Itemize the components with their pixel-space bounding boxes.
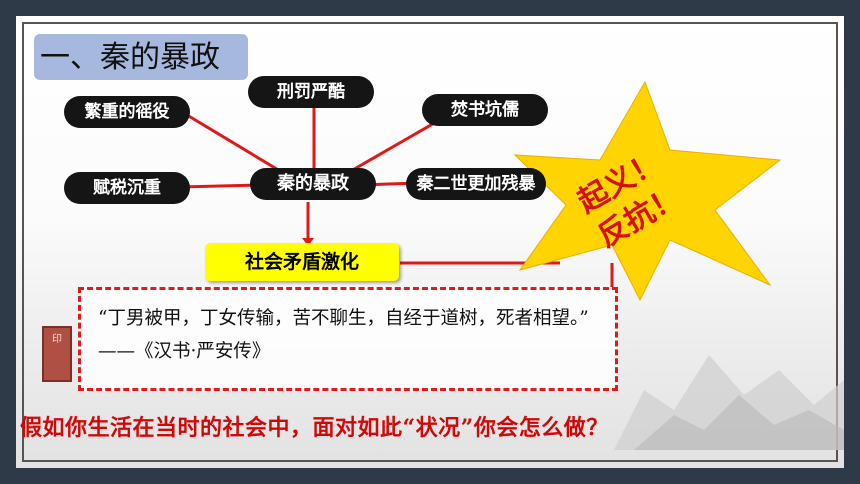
node-qin-ershi: 秦二世更加残暴 — [406, 168, 546, 200]
mountain-ink-painting — [614, 355, 844, 450]
seal-char: 印 — [52, 334, 62, 345]
result-box: 社会矛盾激化 — [205, 243, 399, 281]
discussion-question: 假如你生活在当时的社会中，面对如此“状况”你会怎么做？ — [20, 415, 609, 441]
node-heavy-corvee: 繁重的徭役 — [64, 96, 190, 128]
node-harsh-punishment: 刑罚严酷 — [248, 76, 374, 108]
decorative-border — [22, 22, 838, 462]
arrow-down-icon — [302, 238, 314, 246]
page-title: 一、秦的暴政 — [40, 40, 220, 75]
red-seal-stamp: 印 — [42, 326, 72, 382]
burst-star-shape — [513, 80, 782, 302]
quote-text: “丁男被甲，丁女传输，苦不聊生，自经于道树，死者相望。” ——《汉书·严安传》 — [98, 308, 589, 362]
title-background — [34, 34, 248, 80]
node-qin-tyranny: 秦的暴政 — [250, 168, 376, 200]
node-book-burning: 焚书坑儒 — [422, 94, 548, 126]
line-left — [179, 183, 261, 189]
quote-box — [78, 287, 618, 391]
node-heavy-taxes: 赋税沉重 — [64, 172, 190, 204]
